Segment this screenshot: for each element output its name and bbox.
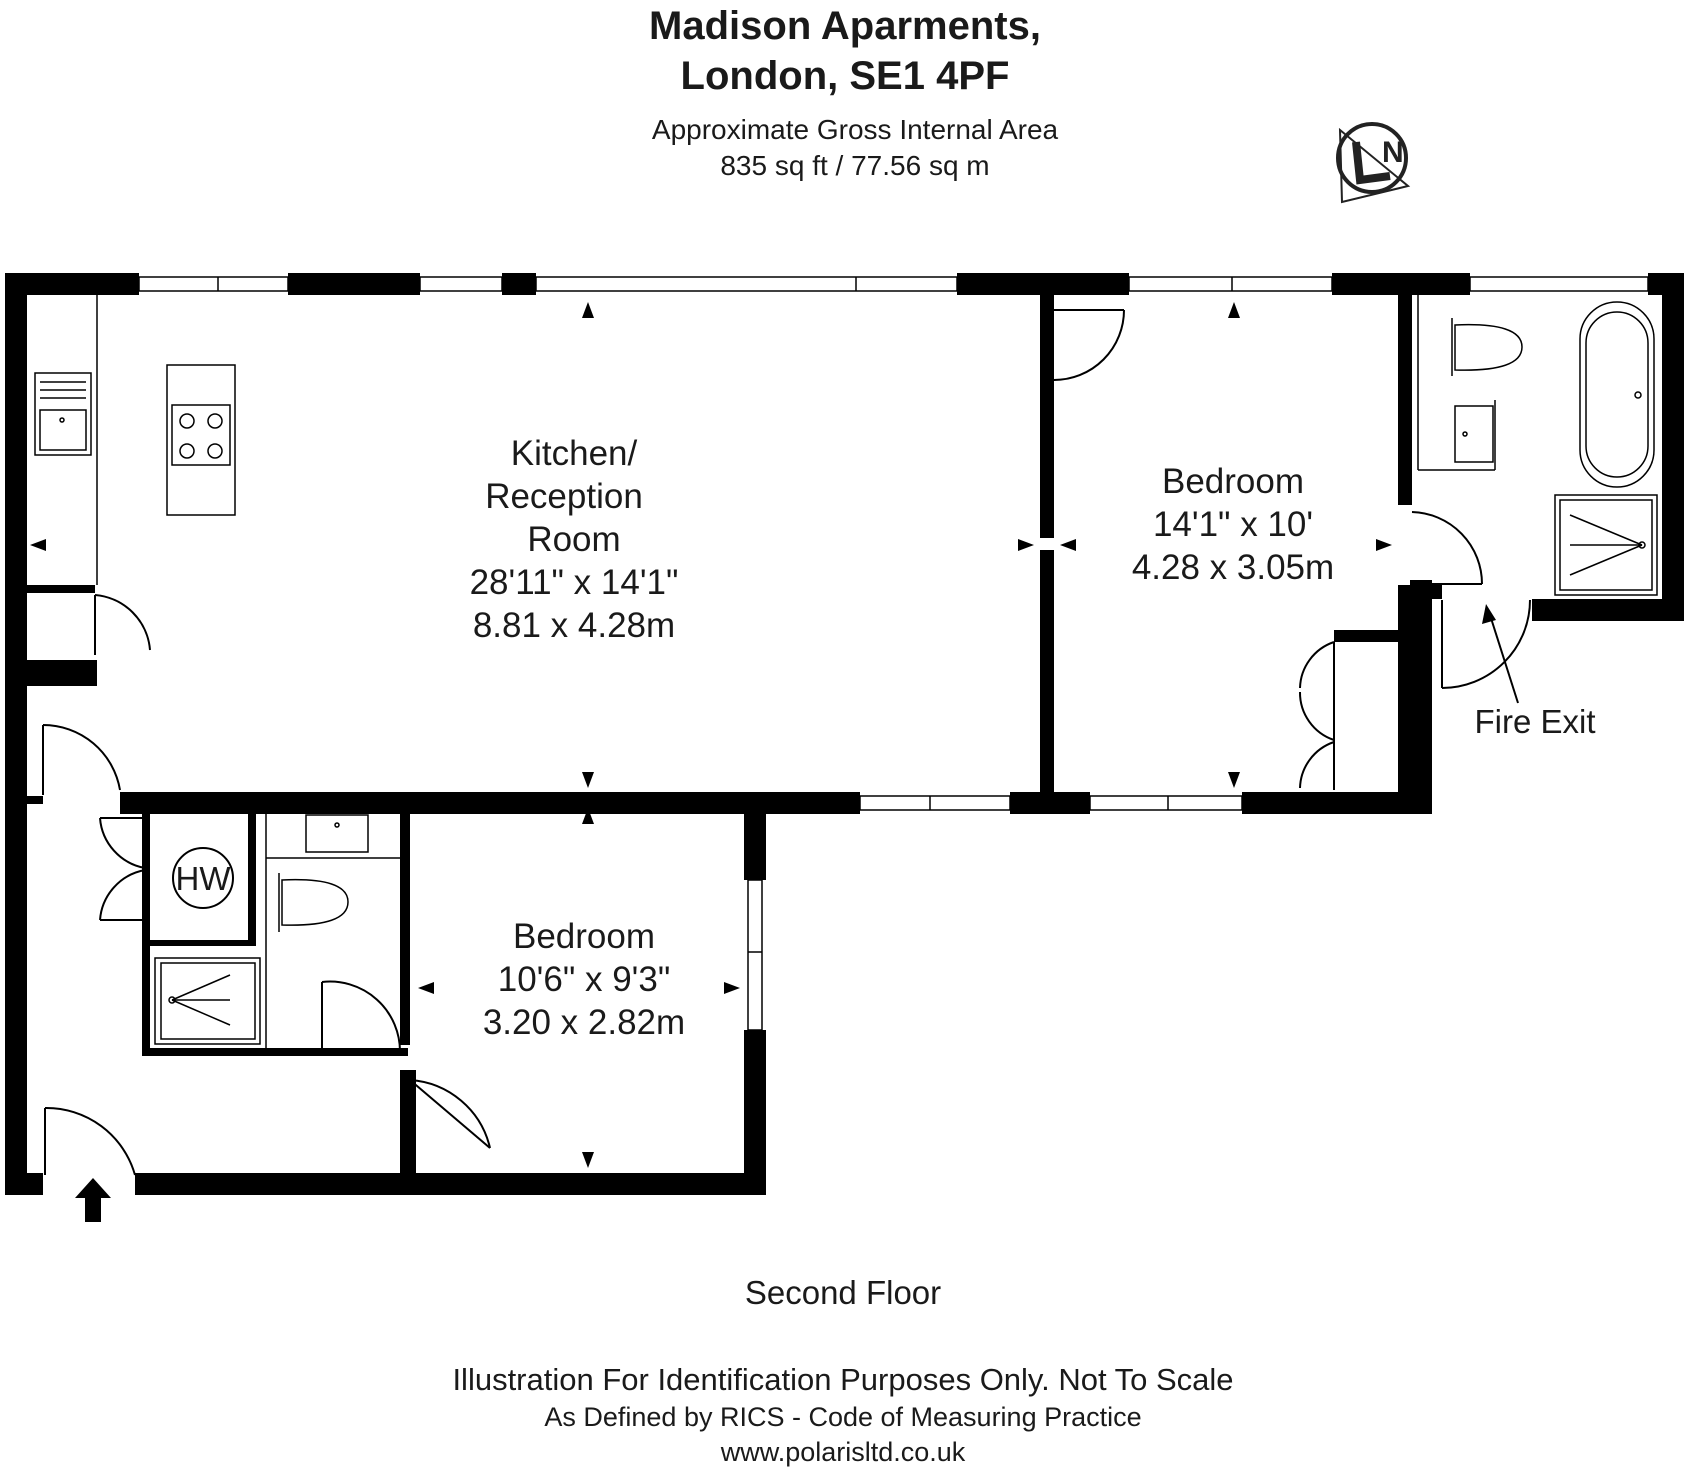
kitchen-name-line3: Room (527, 520, 621, 559)
gross-area-label: Approximate Gross Internal Area (651, 114, 1059, 145)
hot-water-label: HW (175, 860, 231, 897)
shower-tray-icon (1554, 494, 1658, 596)
kitchen-imperial-size: 28'11" x 14'1" (469, 563, 679, 602)
exterior-walls (5, 273, 1684, 1195)
bedroom2-name: Bedroom (512, 917, 656, 956)
basin-icon (305, 814, 369, 853)
windows (138, 276, 1649, 1031)
shower-tray-icon (154, 957, 261, 1045)
bathtub-icon (1579, 301, 1655, 488)
toilet-icon (1451, 318, 1523, 376)
shower-room-fittings (154, 808, 400, 1048)
bedroom1-metric-size: 4.28 x 3.05m (1131, 548, 1335, 587)
kitchen-fittings (34, 295, 236, 585)
fire-exit-label: Fire Exit (1474, 703, 1596, 740)
property-title-line1: Madison Aparments, (649, 4, 1041, 48)
website-text: www.polarisltd.co.uk (720, 1437, 966, 1467)
kitchen-name-line1: Kitchen/ (510, 434, 638, 473)
kitchen-sink-icon (34, 372, 92, 456)
hot-water-cylinder-icon (172, 847, 234, 909)
basin-icon (1454, 405, 1494, 463)
bedroom1-imperial-size: 14'1" x 10' (1152, 505, 1314, 544)
rics-text: As Defined by RICS - Code of Measuring P… (544, 1402, 1142, 1432)
entrance-arrow-icon (75, 1178, 111, 1222)
disclaimer-text: Illustration For Identification Purposes… (452, 1362, 1234, 1397)
property-title-line2: London, SE1 4PF (680, 54, 1010, 98)
bedroom1-name: Bedroom (1161, 462, 1305, 501)
bedroom2-metric-size: 3.20 x 2.82m (482, 1003, 686, 1042)
ensuite-fittings (1417, 295, 1658, 596)
dimension-arrows (30, 302, 1392, 1168)
doors (42, 309, 1531, 1176)
north-compass-icon: N (1336, 122, 1411, 204)
kitchen-metric-size: 8.81 x 4.28m (472, 606, 676, 645)
toilet-icon (278, 873, 349, 932)
gross-area-value: 835 sq ft / 77.56 sq m (720, 150, 990, 181)
bedroom2-imperial-size: 10'6" x 9'3" (497, 960, 671, 999)
svg-text:N: N (1382, 136, 1404, 169)
kitchen-name-line2: Reception (485, 477, 643, 516)
fire-exit-pointer-arrow (1482, 604, 1519, 704)
floor-label: Second Floor (744, 1274, 942, 1311)
kitchen-island-hob-icon (166, 364, 236, 516)
